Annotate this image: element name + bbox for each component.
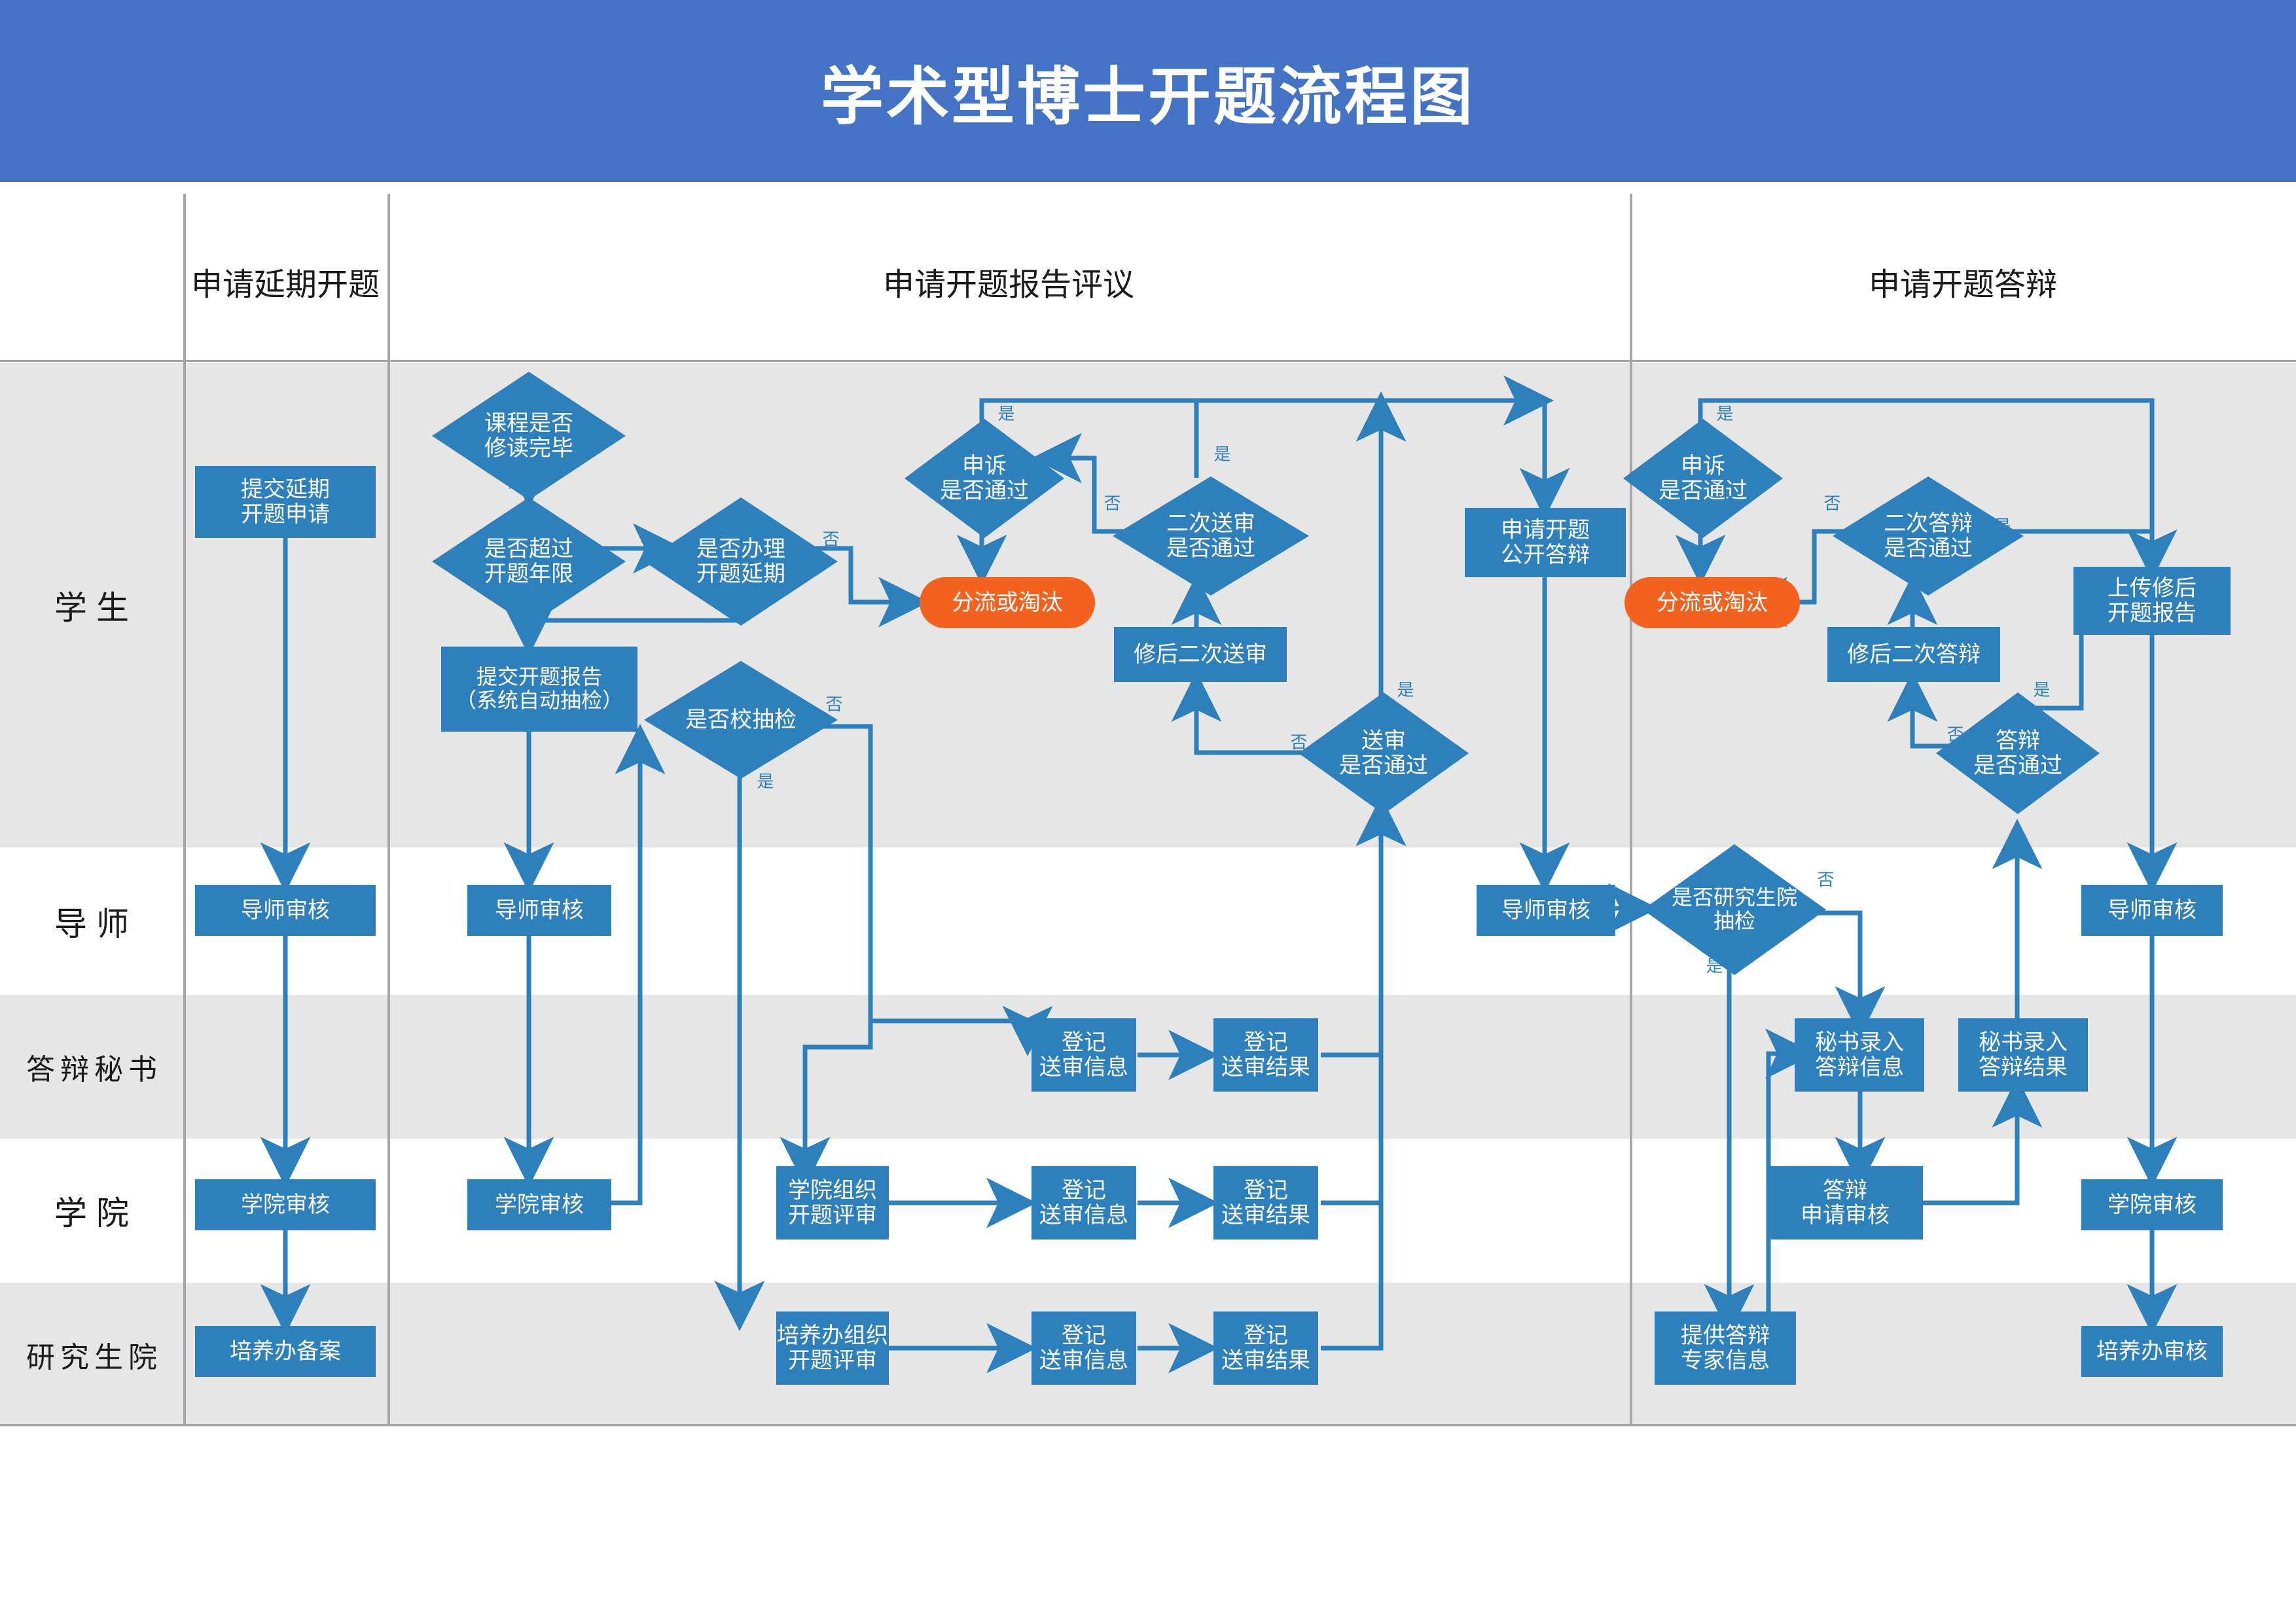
edge-label-sampling-yes: 是 [755,772,774,789]
node-gradschool-spot-check[interactable]: 是否研究生院抽检 [1643,844,1826,975]
edge-label-appeal2-no: 否 [1718,494,1738,511]
node-school-spot-check[interactable]: 是否校抽检 [644,661,838,779]
node-apply-postponement[interactable]: 是否办理开题延期 [644,497,838,626]
edge-label-appeal2-yes: 是 [1714,404,1734,421]
bottom-divider [0,1424,2296,1426]
column-header-apply-review: 申请开题报告评议 [882,268,1134,302]
node-defense-passed[interactable]: 答辩是否通过 [1936,692,2100,814]
lane-band-gradschool [0,1283,2296,1427]
node-college-register-review-info[interactable]: 登记送审信息 [1031,1166,1136,1240]
node-advisor-review-delay[interactable]: 导师审核 [195,885,376,936]
edge-label-overlimit-no: 否 [506,593,526,610]
node-college-review-final[interactable]: 学院审核 [2081,1179,2223,1230]
edge-label-gradsampling-yes: 是 [1704,957,1723,974]
node-resubmit-after-revision[interactable]: 修后二次送审 [1114,627,1287,682]
node-second-defense-passed[interactable]: 二次答辩是否通过 [1833,476,2024,596]
node-submit-proposal-report[interactable]: 提交开题报告（系统自动抽检） [441,647,637,732]
node-gradoffice-review-final[interactable]: 培养办审核 [2081,1326,2223,1377]
swimlane-label-gradschool: 研究生院 [26,1342,162,1374]
node-gradoffice-record-delay[interactable]: 培养办备案 [195,1326,376,1377]
edge-label-sampling-no: 否 [823,695,843,712]
node-appeal-passed-review[interactable]: 申诉是否通过 [905,419,1064,538]
edge-label-second-review-no: 否 [1102,494,1121,511]
node-college-review-proposal[interactable]: 学院审核 [467,1179,611,1230]
node-advisor-review-defense-apply[interactable]: 导师审核 [1477,885,1615,936]
node-gradoffice-register-review-info[interactable]: 登记送审信息 [1031,1311,1136,1385]
swimlane-label-advisor: 导师 [54,905,138,942]
swimlane-label-student: 学生 [54,590,138,626]
node-diverted-or-eliminated-defense[interactable]: 分流或淘汰 [1624,577,1800,628]
node-college-organize-proposal-review[interactable]: 学院组织开题评审 [776,1166,889,1240]
node-courses-completed[interactable]: 课程是否修读完毕 [432,372,626,500]
node-diverted-or-eliminated-review[interactable]: 分流或淘汰 [920,577,1095,628]
edge-label-gradsampling-no: 否 [1815,870,1835,887]
node-exceeds-time-limit[interactable]: 是否超过开题年限 [432,497,626,626]
column-separator-1 [183,194,186,1425]
node-advisor-review-final[interactable]: 导师审核 [2081,885,2223,936]
edge-label-review-yes: 是 [1395,681,1414,698]
edge-label-appeal-yes: 是 [996,404,1015,421]
column-header-apply-delay: 申请延期开题 [190,268,380,302]
node-gradoffice-register-review-result[interactable]: 登记送审结果 [1213,1311,1318,1385]
node-appeal-passed-defense[interactable]: 申诉是否通过 [1623,419,1783,538]
node-secretary-register-review-info[interactable]: 登记送审信息 [1031,1018,1136,1092]
node-college-review-delay[interactable]: 学院审核 [195,1179,376,1230]
node-college-register-review-result[interactable]: 登记送审结果 [1213,1166,1318,1240]
edge-label-delay-yes: 是 [713,586,732,603]
title-bar [0,0,2296,182]
edge-label-defense-yes: 是 [2031,681,2051,698]
edge-label-review-no: 否 [1288,733,1308,750]
column-header-apply-defense: 申请开题答辩 [1868,268,2057,302]
node-apply-public-defense[interactable]: 申请开题公开答辩 [1465,508,1626,577]
edge-label-course-yes: 是 [506,473,526,490]
node-secretary-enter-defense-info[interactable]: 秘书录入答辩信息 [1795,1018,1924,1092]
edge-label-second-review-yes: 是 [1211,445,1231,462]
node-submit-delay-application[interactable]: 提交延期开题申请 [195,466,376,538]
swimlane-label-college: 学院 [54,1195,138,1232]
node-secretary-register-review-result[interactable]: 登记送审结果 [1213,1018,1318,1092]
column-separator-3 [1630,194,1632,1425]
node-advisor-review-proposal[interactable]: 导师审核 [467,885,611,936]
header-divider [0,360,2296,362]
page-title: 学术型博士开题流程图 [821,62,1475,132]
node-review-passed[interactable]: 送审是否通过 [1299,692,1469,814]
edge-label-second-def-yes: 是 [1992,517,2011,534]
node-gradoffice-organize-proposal-review[interactable]: 培养办组织开题评审 [776,1311,889,1385]
column-separator-2 [387,194,390,1425]
node-defense-application-review[interactable]: 答辩申请审核 [1767,1166,1923,1240]
node-second-defense-after-revision[interactable]: 修后二次答辩 [1827,627,2000,682]
node-provide-defense-experts[interactable]: 提供答辩专家信息 [1655,1311,1796,1385]
node-upload-revised-proposal[interactable]: 上传修后开题报告 [2073,567,2231,635]
edge-label-appeal-no: 否 [1000,494,1020,511]
swimlane-label-secretary: 答辩秘书 [26,1054,162,1086]
edge-label-second-def-no: 否 [1821,494,1841,511]
node-second-review-passed[interactable]: 二次送审是否通过 [1113,476,1309,596]
edge-label-defense-no: 否 [1945,725,1964,742]
edge-label-delay-no: 否 [820,530,840,547]
node-secretary-enter-defense-result[interactable]: 秘书录入答辩结果 [1958,1018,2088,1092]
